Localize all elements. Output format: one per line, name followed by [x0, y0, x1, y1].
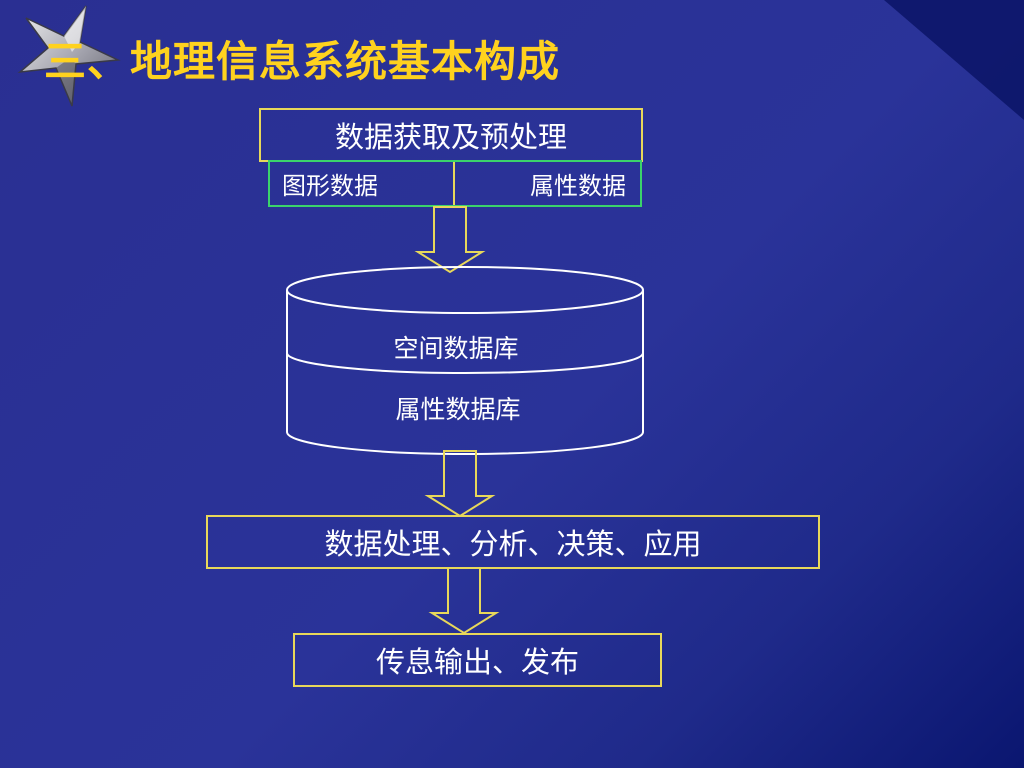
- attribute-data-label: 属性数据: [530, 172, 626, 200]
- acquisition-box: 数据获取及预处理: [259, 108, 643, 162]
- processing-label: 数据处理、分析、决策、应用: [324, 527, 702, 561]
- database-cylinder: [286, 266, 644, 455]
- graphic-data-label: 图形数据: [282, 172, 378, 200]
- attribute-data-cell: 属性数据: [455, 162, 640, 205]
- acquisition-label: 数据获取及预处理: [334, 120, 567, 154]
- spatial-database-label: 空间数据库: [393, 334, 519, 363]
- arrow-down-icon: [414, 206, 486, 274]
- slide-title: 三、地理信息系统基本构成: [44, 37, 561, 86]
- output-label: 传息输出、发布: [375, 645, 579, 679]
- output-box: 传息输出、发布: [293, 633, 662, 687]
- processing-box: 数据处理、分析、决策、应用: [206, 515, 820, 569]
- arrow-down-icon: [424, 450, 496, 518]
- graphic-data-cell: 图形数据: [270, 162, 455, 205]
- arrow-down-icon: [428, 567, 500, 635]
- corner-shade: [884, 0, 1024, 120]
- data-type-row: 图形数据 属性数据: [268, 160, 642, 207]
- attribute-database-label: 属性数据库: [395, 395, 521, 424]
- star-icon: [17, 5, 121, 107]
